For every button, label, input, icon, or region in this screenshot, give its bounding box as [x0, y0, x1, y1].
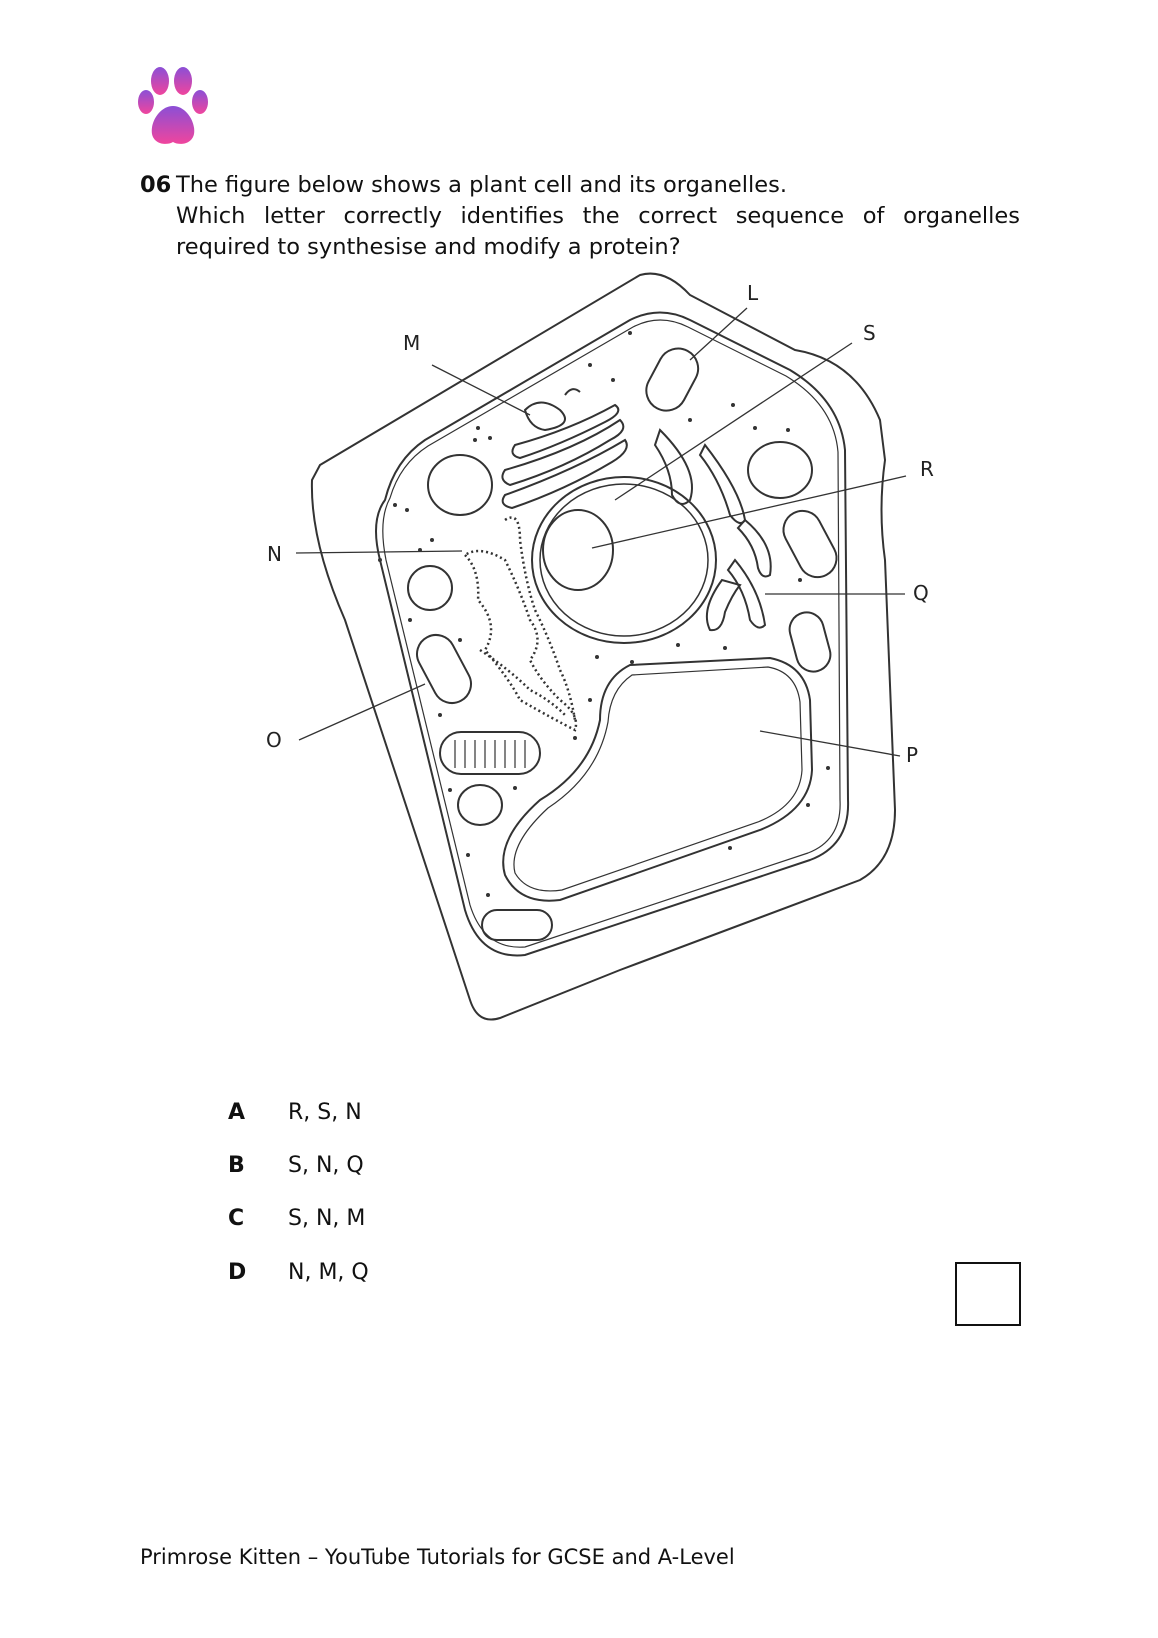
cell-membrane — [375, 311, 850, 957]
option-letter: B — [228, 1153, 245, 1178]
question-line: The figure below shows a plant cell and … — [176, 172, 787, 198]
nucleus-envelope — [531, 476, 717, 644]
label-O: O — [266, 728, 282, 752]
nucleolus — [542, 509, 614, 591]
label-R: R — [920, 457, 934, 481]
label-P: P — [906, 743, 918, 767]
option-letter: C — [228, 1206, 245, 1231]
question-number: 06 — [140, 172, 172, 198]
option-text: S, N, M — [288, 1206, 366, 1231]
label-lines — [295, 307, 907, 757]
label-N: N — [267, 542, 282, 566]
rough-er — [463, 516, 578, 732]
option-text: R, S, N — [288, 1100, 362, 1125]
answer-box[interactable] — [955, 1262, 1021, 1326]
label-L: L — [747, 281, 759, 305]
cell-wall-outer — [310, 272, 897, 1021]
label-M: M — [403, 331, 420, 355]
question-text: The figure below shows a plant cell and … — [176, 170, 1020, 263]
question-line: Which letter correctly identifies the co… — [176, 203, 1020, 229]
question-line: required to synthesise and modify a prot… — [176, 234, 681, 260]
smooth-er — [653, 428, 772, 632]
footer-text: Primrose Kitten – YouTube Tutorials for … — [140, 1545, 735, 1569]
option-letter: A — [228, 1100, 246, 1125]
plant-cell-diagram: L M S R N Q O P — [266, 272, 934, 1021]
option-text: N, M, Q — [288, 1260, 369, 1285]
ribosomes — [378, 331, 830, 897]
option-letter: D — [228, 1260, 247, 1285]
question: 06 The figure below shows a plant cell a… — [140, 170, 1020, 263]
option-text: S, N, Q — [288, 1153, 364, 1178]
paw-print-logo — [138, 67, 208, 144]
mitochondria — [416, 347, 838, 941]
label-Q: Q — [913, 581, 929, 605]
vacuole — [502, 656, 814, 902]
golgi-apparatus — [501, 388, 628, 510]
label-S: S — [863, 321, 876, 345]
